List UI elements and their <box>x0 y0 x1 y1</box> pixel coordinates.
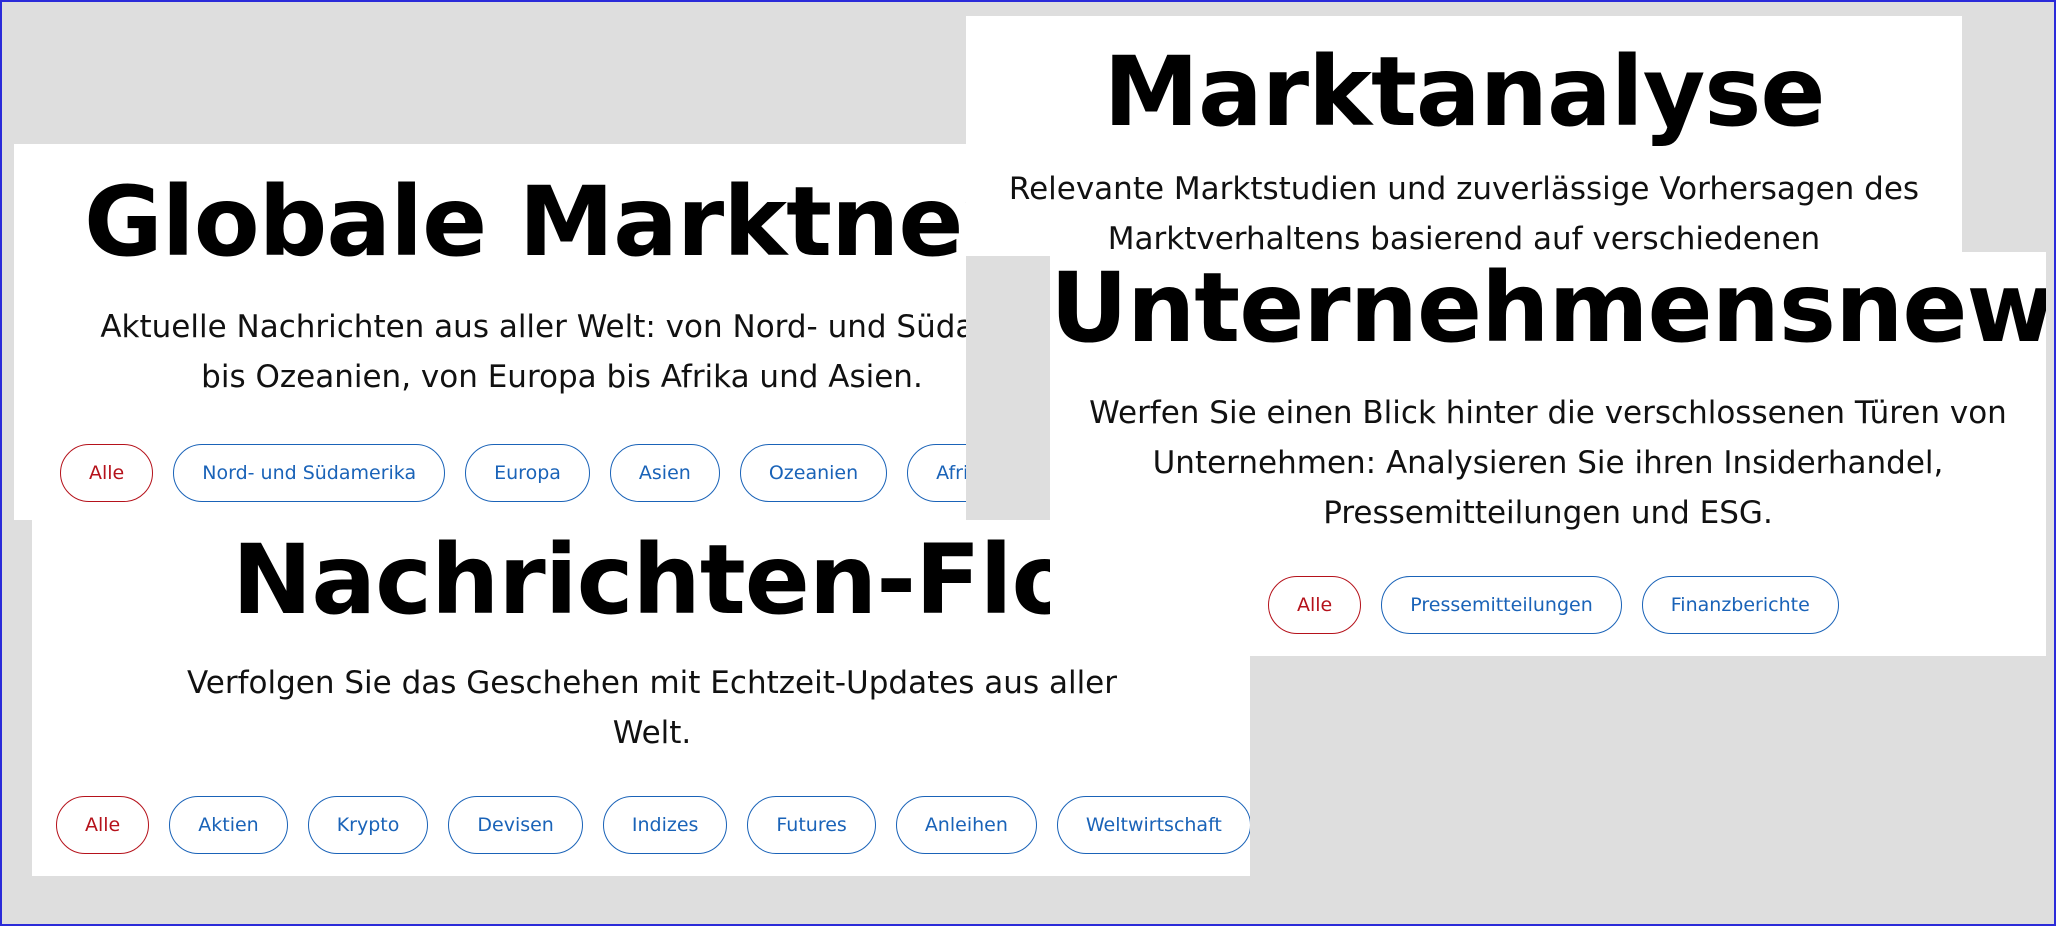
market-analysis-title: Marktanalyse <box>1103 36 1825 148</box>
global-news-filter-bar: Alle Nord- und Südamerika Europa Asien O… <box>60 444 966 502</box>
global-news-desc-line1: Aktuelle Nachrichten aus aller Welt: von… <box>100 309 966 345</box>
news-flow-desc-line1: Verfolgen Sie das Geschehen mit Echtzeit… <box>187 665 1117 701</box>
global-filter-pill[interactable]: Europa <box>465 444 590 502</box>
news-flow-filter-pill[interactable]: Indizes <box>602 796 728 854</box>
news-flow-filter-pill[interactable]: Krypto <box>307 796 429 854</box>
company-news-desc-line2: Unternehmen: Analysieren Sie ihren Insid… <box>1152 445 1944 481</box>
global-news-panel: Globale Marktnews Aktuelle Nachrichten a… <box>14 144 966 520</box>
company-news-title: Unternehmensnews <box>1050 252 2046 364</box>
global-filter-pill[interactable]: Nord- und Südamerika <box>173 444 446 502</box>
news-flow-filter-bar: Alle Aktien Krypto Devisen Indizes Futur… <box>56 796 1250 854</box>
company-filter-pill[interactable]: Alle <box>1268 576 1362 634</box>
news-flow-panel: Nachrichten-Flow Verfolgen Sie das Gesch… <box>32 520 1250 876</box>
news-flow-desc-line2: Welt. <box>612 715 692 751</box>
news-flow-filter-pill[interactable]: Futures <box>747 796 876 854</box>
global-news-desc-line2: bis Ozeanien, von Europa bis Afrika und … <box>201 359 923 395</box>
global-news-title: Globale Marktnews <box>84 166 966 278</box>
news-flow-filter-pill[interactable]: Weltwirtschaft <box>1056 796 1250 854</box>
company-news-filter-bar: Alle Pressemitteilungen Finanzberichte <box>1268 576 1859 634</box>
company-news-panel: Unternehmensnews Werfen Sie einen Blick … <box>1050 252 2046 656</box>
market-analysis-panel: Marktanalyse Relevante Marktstudien und … <box>966 16 1962 256</box>
market-analysis-desc-line2: Marktverhaltens basierend auf verschiede… <box>1107 221 1821 256</box>
news-flow-filter-pill[interactable]: Devisen <box>448 796 583 854</box>
global-filter-pill[interactable]: Afrika <box>907 444 966 502</box>
global-news-description: Aktuelle Nachrichten aus aller Welt: von… <box>32 302 966 402</box>
company-news-description: Werfen Sie einen Blick hinter die versch… <box>1050 388 2046 538</box>
market-analysis-description: Relevante Marktstudien und zuverlässige … <box>966 164 1962 256</box>
company-news-desc-line1: Werfen Sie einen Blick hinter die versch… <box>1089 395 2007 431</box>
company-news-desc-line3: Pressemitteilungen und ESG. <box>1323 495 1773 531</box>
global-filter-pill[interactable]: Ozeanien <box>739 444 888 502</box>
news-flow-title: Nachrichten-Flow <box>232 524 1165 636</box>
global-filter-pill[interactable]: Asien <box>609 444 720 502</box>
market-analysis-desc-line1: Relevante Marktstudien und zuverlässige … <box>1008 171 1920 207</box>
news-flow-filter-pill[interactable]: Alle <box>56 796 150 854</box>
news-flow-filter-pill[interactable]: Anleihen <box>895 796 1037 854</box>
global-filter-pill[interactable]: Alle <box>60 444 154 502</box>
news-flow-description: Verfolgen Sie das Geschehen mit Echtzeit… <box>122 658 1182 758</box>
company-filter-pill[interactable]: Finanzberichte <box>1641 576 1839 634</box>
company-filter-pill[interactable]: Pressemitteilungen <box>1381 576 1622 634</box>
news-flow-filter-pill[interactable]: Aktien <box>169 796 288 854</box>
